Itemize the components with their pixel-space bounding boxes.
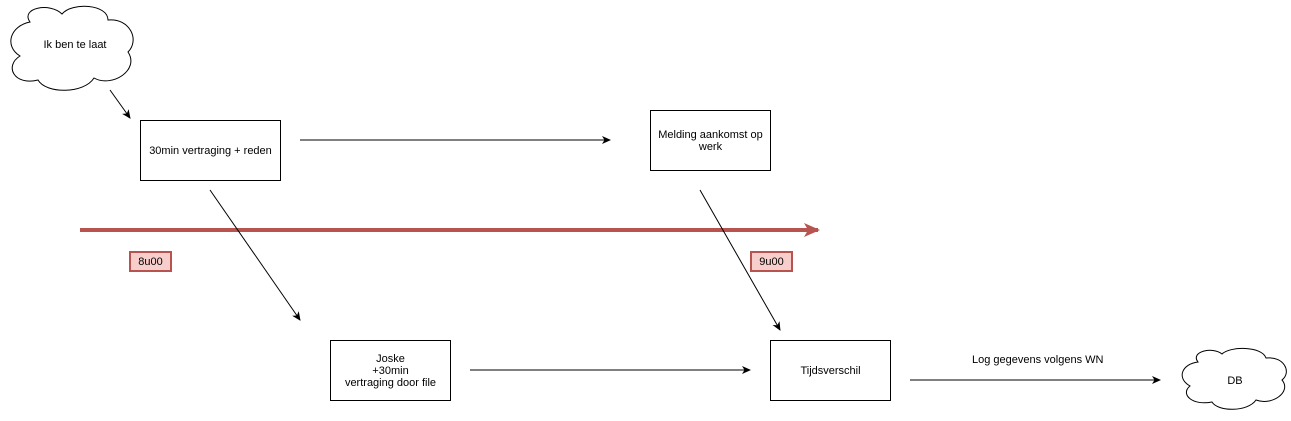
- delay-box: 30min vertraging + reden: [140, 120, 281, 181]
- joske-box: Joske +30min vertraging door file: [330, 340, 451, 401]
- db-cloud-label: DB: [1227, 375, 1243, 387]
- start-cloud-label: Ik ben te laat: [43, 39, 107, 51]
- timeline-end-tag: 9u00: [750, 251, 793, 272]
- log-edge-label: Log gegevens volgens WN: [972, 354, 1104, 366]
- difference-box: Tijdsverschil: [770, 340, 891, 401]
- timeline-start-tag: 8u00: [129, 251, 172, 272]
- db-cloud: [1181, 348, 1287, 410]
- edge-cloud-to-delay: [109, 89, 131, 119]
- edge-arrival-to-difference: [699, 189, 781, 331]
- start-cloud: [10, 5, 134, 91]
- edge-delay-to-joske: [209, 189, 301, 321]
- arrival-box: Melding aankomst op werk: [650, 110, 771, 171]
